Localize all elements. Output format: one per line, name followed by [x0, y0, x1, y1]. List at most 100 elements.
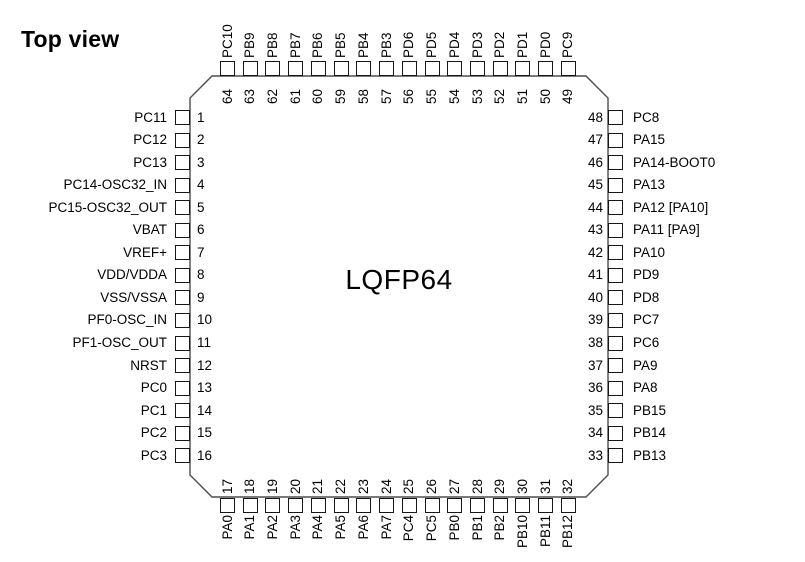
pin-box-12 — [175, 358, 190, 374]
pin-box-42 — [608, 245, 623, 261]
pin-label-50: PD0 — [537, 31, 553, 58]
pin-number-56: 56 — [401, 88, 417, 104]
pin-number-30: 30 — [514, 478, 530, 494]
pin-number-40: 40 — [587, 289, 603, 305]
pin-label-20: PA3 — [287, 515, 303, 540]
pin-label-51: PD1 — [514, 31, 530, 58]
pin-box-44 — [608, 200, 623, 216]
pin-number-26: 26 — [424, 478, 440, 494]
pin-label-7: VREF+ — [123, 244, 167, 260]
pin-number-49: 49 — [560, 88, 576, 104]
pin-box-4 — [175, 177, 190, 193]
pin-label-29: PB2 — [492, 515, 508, 541]
pin-number-58: 58 — [355, 88, 371, 104]
pin-number-39: 39 — [587, 312, 603, 328]
pin-label-43: PA11 [PA9] — [633, 222, 700, 238]
pin-box-24 — [379, 498, 395, 513]
pin-box-18 — [242, 498, 258, 513]
pin-label-34: PB14 — [633, 425, 667, 441]
pin-label-64: PC10 — [219, 24, 235, 58]
pin-box-15 — [175, 425, 190, 441]
pin-box-11 — [175, 335, 190, 351]
pin-label-2: PC12 — [133, 132, 167, 148]
pin-number-55: 55 — [424, 88, 440, 104]
pin-number-5: 5 — [197, 199, 205, 215]
pin-number-45: 45 — [587, 177, 603, 193]
pin-label-30: PB10 — [514, 515, 530, 549]
pin-box-38 — [608, 335, 623, 351]
pin-box-35 — [608, 403, 623, 419]
pin-number-41: 41 — [587, 267, 603, 283]
pin-box-46 — [608, 155, 623, 171]
pin-number-44: 44 — [587, 199, 603, 215]
pin-number-33: 33 — [587, 447, 603, 463]
pin-box-57 — [379, 61, 395, 76]
pin-label-32: PB12 — [560, 515, 576, 549]
pin-label-58: PB4 — [355, 32, 371, 58]
pin-label-44: PA12 [PA10] — [633, 199, 709, 215]
pin-label-10: PF0-OSC_IN — [87, 312, 167, 328]
pin-number-13: 13 — [197, 380, 213, 396]
pin-number-6: 6 — [197, 222, 205, 238]
pin-box-59 — [333, 61, 349, 76]
pin-label-27: PB0 — [446, 515, 462, 541]
pin-label-45: PA13 — [633, 177, 666, 193]
pin-label-54: PD4 — [446, 31, 462, 58]
pin-number-32: 32 — [560, 478, 576, 494]
pin-number-23: 23 — [355, 478, 371, 494]
pin-label-39: PC7 — [633, 312, 660, 328]
pin-label-21: PA4 — [310, 515, 326, 540]
pin-label-3: PC13 — [133, 154, 167, 170]
pin-number-60: 60 — [310, 88, 326, 104]
pin-box-6 — [175, 222, 190, 238]
pin-number-11: 11 — [197, 335, 212, 350]
pin-box-34 — [608, 425, 623, 441]
pin-label-8: VDD/VDDA — [97, 267, 167, 283]
pin-number-1: 1 — [197, 109, 205, 125]
pin-number-54: 54 — [446, 88, 462, 104]
pin-label-60: PB6 — [310, 32, 326, 58]
pin-box-9 — [175, 290, 190, 306]
pin-label-62: PB8 — [264, 32, 280, 58]
pin-number-46: 46 — [587, 154, 603, 170]
pin-number-15: 15 — [197, 425, 213, 441]
pin-box-62 — [265, 61, 281, 76]
pin-label-16: PC3 — [140, 447, 167, 463]
pin-number-53: 53 — [469, 88, 485, 104]
pin-number-29: 29 — [492, 478, 508, 494]
pin-label-13: PC0 — [140, 380, 167, 396]
pin-label-63: PB9 — [242, 32, 258, 58]
pin-number-47: 47 — [587, 132, 603, 148]
page-title: Top view — [21, 26, 120, 52]
pin-label-19: PA2 — [264, 515, 280, 540]
pin-number-3: 3 — [197, 154, 205, 170]
pin-label-14: PC1 — [140, 402, 167, 418]
pin-box-63 — [242, 61, 258, 76]
pin-label-22: PA5 — [333, 515, 349, 540]
pin-number-2: 2 — [197, 132, 205, 148]
pin-label-17: PA0 — [219, 515, 235, 540]
pin-number-38: 38 — [587, 335, 603, 350]
pin-box-39 — [608, 312, 623, 328]
pin-number-61: 61 — [287, 88, 303, 104]
pin-label-33: PB13 — [633, 447, 667, 463]
pin-box-37 — [608, 358, 623, 374]
pin-box-31 — [538, 498, 554, 513]
pin-number-7: 7 — [197, 244, 205, 260]
pin-box-55 — [424, 61, 440, 76]
pin-label-24: PA7 — [378, 515, 394, 540]
pin-box-21 — [310, 498, 326, 513]
pin-box-23 — [356, 498, 372, 513]
pin-box-51 — [515, 61, 531, 76]
pin-number-48: 48 — [587, 109, 603, 125]
pin-number-28: 28 — [469, 478, 485, 494]
pin-label-52: PD2 — [492, 31, 508, 58]
pin-box-58 — [356, 61, 372, 76]
pin-box-40 — [608, 290, 623, 306]
pin-box-30 — [515, 498, 531, 513]
pin-number-9: 9 — [197, 289, 205, 305]
pin-label-28: PB1 — [469, 515, 485, 541]
pin-label-57: PB3 — [378, 32, 394, 58]
pin-box-2 — [175, 132, 190, 148]
